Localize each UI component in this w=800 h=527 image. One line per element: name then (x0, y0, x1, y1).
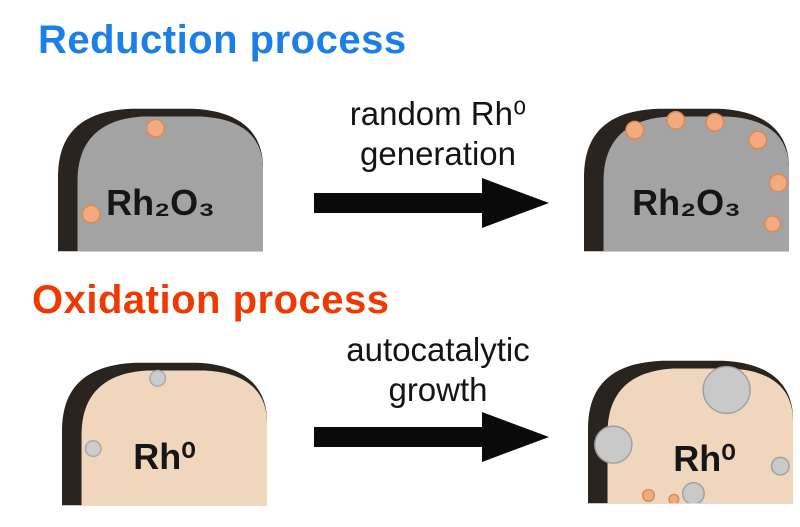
rh0-metal-blob (594, 425, 633, 464)
rh0-metal-dot (84, 440, 102, 458)
particle-graphic (588, 360, 793, 504)
particle-dots (81, 118, 166, 224)
reduction-arrow-caption: random Rh⁰ generation (293, 94, 583, 173)
particle-body (81, 370, 267, 506)
rh0-metal-dot (149, 369, 167, 387)
rh2o3-particle-after: Rh₂O₃ (584, 104, 789, 252)
particle-dots (625, 110, 788, 233)
arrow-caption-line2: growth (388, 370, 488, 408)
rh0-nucleus-dot (668, 493, 680, 504)
particle-dots (594, 365, 790, 504)
rh0-nucleus-dot (641, 488, 656, 502)
rh0-metal-blob (681, 481, 705, 504)
oxidation-arrow-caption: autocatalytic growth (293, 330, 583, 409)
arrow-caption-line2: generation (360, 134, 516, 172)
right-arrow-icon (314, 412, 549, 462)
rh0-nucleus-dot (768, 173, 788, 193)
arrow-caption-line1: random Rh⁰ (349, 95, 527, 132)
particle-body (607, 368, 793, 504)
arrow-caption-line1: autocatalytic (346, 331, 530, 368)
particle-graphic (58, 108, 263, 252)
particle-graphic (62, 362, 267, 506)
rh0-metal-blob (702, 365, 751, 415)
right-arrow-icon (314, 178, 549, 228)
rh0-particle-before: Rh⁰ (62, 358, 267, 506)
rh0-nucleus-dot (625, 120, 645, 140)
particle-body (77, 116, 263, 252)
rh0-metal-blob (770, 456, 790, 476)
rh0-nucleus-dot (666, 110, 686, 130)
rh2o3-particle-before: Rh₂O₃ (58, 104, 263, 252)
particle-dots (84, 369, 167, 458)
rh0-nucleus-dot (146, 118, 166, 138)
rh0-nucleus-dot (705, 112, 725, 132)
rh0-nucleus-dot (748, 130, 768, 150)
rh0-particle-after: Rh⁰ (588, 356, 793, 504)
reduction-process-heading: Reduction process (38, 18, 407, 62)
particle-body (603, 116, 789, 252)
particle-graphic (584, 108, 789, 252)
rh0-nucleus-dot (81, 204, 101, 224)
oxidation-process-heading: Oxidation process (32, 278, 390, 322)
rh0-nucleus-dot (763, 215, 781, 233)
